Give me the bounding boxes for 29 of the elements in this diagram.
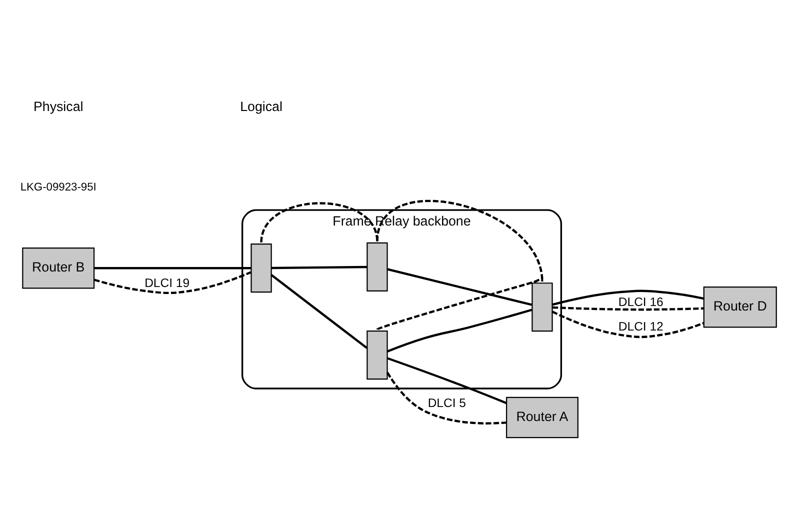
connector: [387, 268, 532, 306]
connector: [376, 200, 544, 282]
edge-label: DLCI 16: [618, 294, 664, 309]
edge-label: DLCI 12: [618, 319, 664, 334]
edge-label: DLCI 19: [144, 276, 190, 290]
node-bar: [366, 242, 388, 292]
connector: [387, 357, 507, 404]
connector: [270, 274, 368, 349]
connector: [386, 372, 506, 424]
connector: [260, 202, 378, 243]
node-box: Router D: [703, 286, 777, 328]
connector: [386, 308, 532, 352]
label: LKG-09923-95I: [20, 182, 96, 194]
node-box: Router A: [506, 396, 578, 438]
cluster: Frame Relay backbone: [241, 209, 562, 390]
edge-label: DLCI 5: [428, 396, 466, 410]
node-bar: [532, 282, 553, 332]
connector: [376, 278, 544, 330]
node-bar: [366, 330, 388, 380]
legend-label: Logical: [240, 98, 282, 114]
connector: [552, 290, 704, 306]
connector: [271, 266, 367, 270]
legend-label: Physical: [33, 98, 84, 114]
connector: [94, 266, 251, 270]
connector: [552, 310, 704, 338]
node-bar: [250, 244, 272, 293]
connector: [94, 271, 252, 294]
connector: [552, 306, 704, 311]
node-box: Router B: [22, 247, 95, 289]
